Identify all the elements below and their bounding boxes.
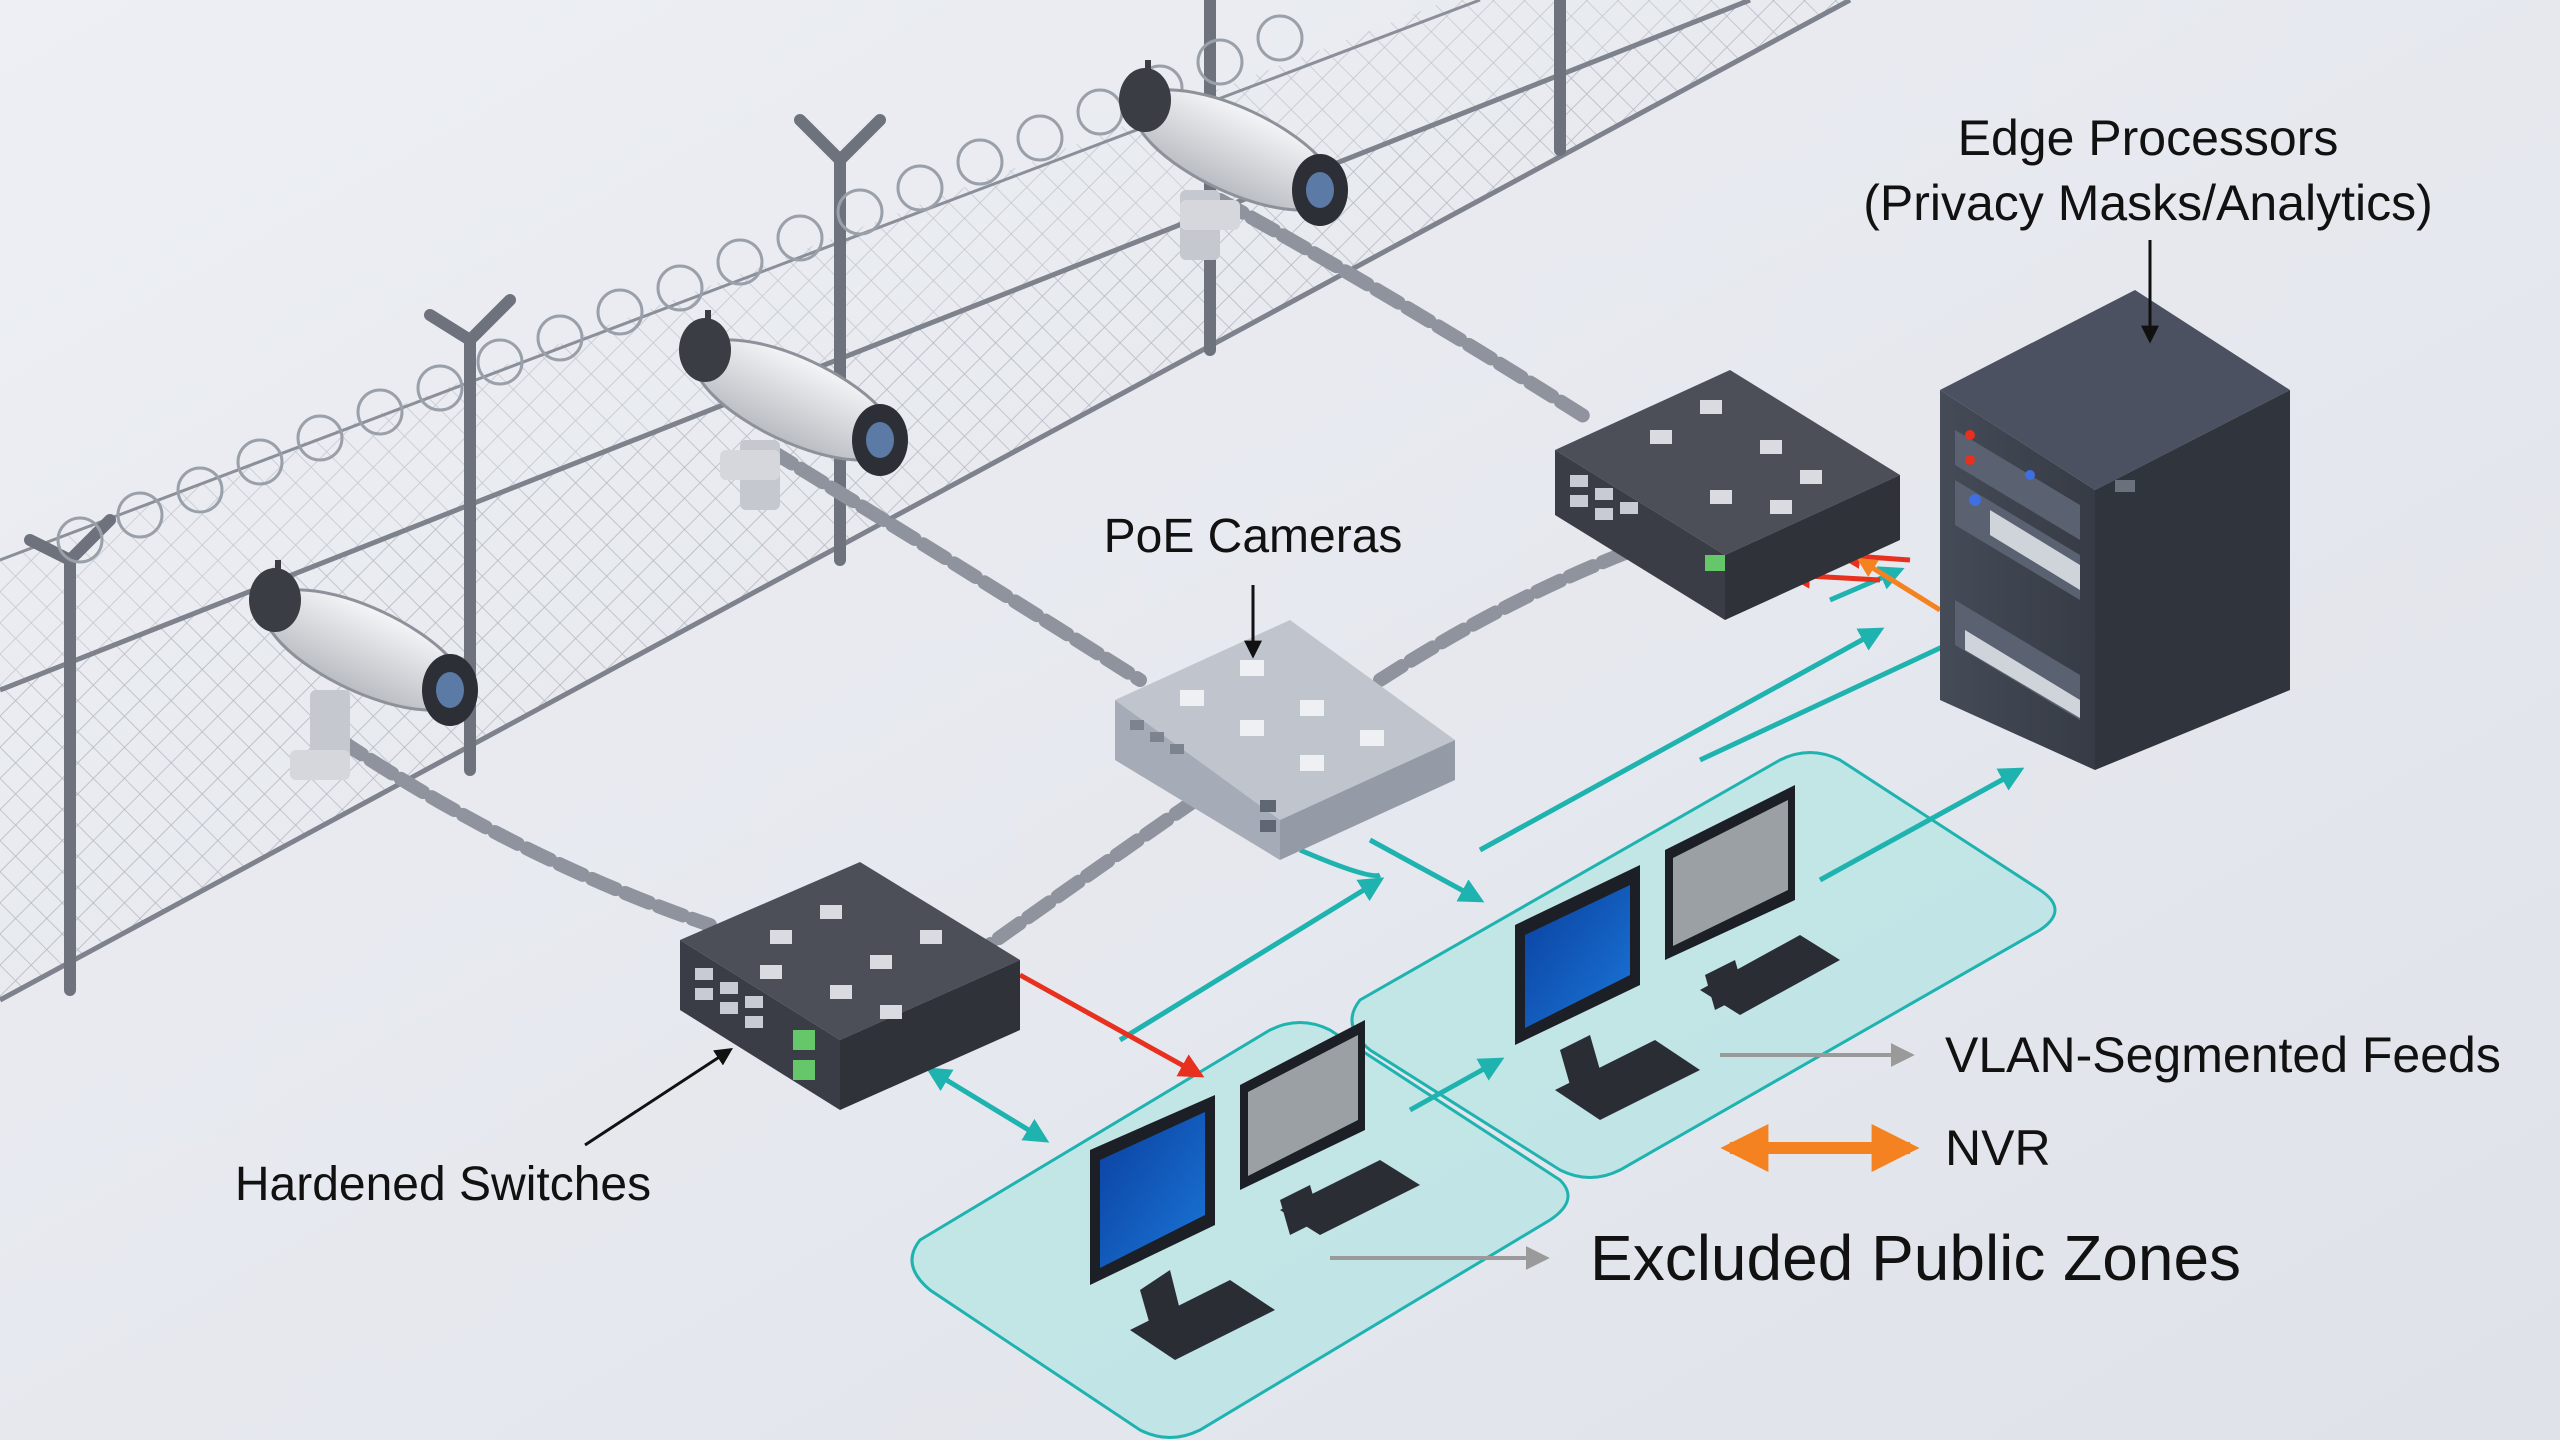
legend: VLAN-Segmented Feeds NVR Excluded Public…: [1330, 1027, 2501, 1294]
chain-link-icon: [333, 193, 1667, 987]
vlan-feed-arrows: [925, 566, 2025, 1143]
keyboard-icon: [1555, 935, 1840, 1120]
camera-icon: [679, 310, 908, 510]
camera-icon: [1119, 60, 1348, 260]
keyboard-icon: [1130, 1160, 1420, 1360]
legend-vlan-label: VLAN-Segmented Feeds: [1945, 1027, 2501, 1083]
orange-link-arrow: [1856, 557, 1942, 613]
legend-nvr-label: NVR: [1945, 1120, 2051, 1176]
edge-processors-sublabel: (Privacy Masks/Analytics): [1863, 175, 2433, 231]
switch-icon: [680, 370, 1900, 1110]
hardened-switches-label: Hardened Switches: [235, 1158, 651, 1211]
edge-processors-label: Edge Processors: [1958, 110, 2339, 166]
poe-cameras-label: PoE Cameras: [1104, 510, 1403, 563]
camera-icon: [249, 560, 478, 780]
monitor-icon: [1090, 1020, 1365, 1325]
label-pointers: [584, 240, 2159, 1147]
legend-excluded-label: Excluded Public Zones: [1590, 1222, 2241, 1294]
server-rack-icon: [1940, 290, 2290, 770]
excluded-zone-left: [910, 1021, 1570, 1439]
